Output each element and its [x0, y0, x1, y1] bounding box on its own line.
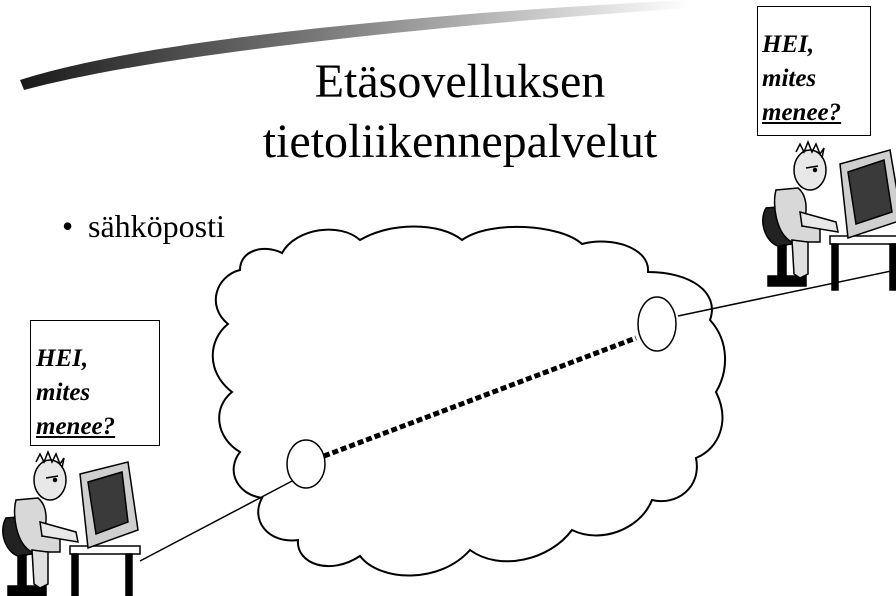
- note-left-line-3: menee?: [36, 413, 116, 440]
- endpoint-right: [637, 296, 677, 352]
- note-right-line-1: HEI,: [762, 31, 815, 58]
- speech-note-right-text: HEI, mites menee?: [762, 28, 841, 130]
- note-right-line-3: menee?: [762, 99, 842, 126]
- bullet-text: sähköposti: [88, 208, 225, 244]
- note-right-line-2: mites: [762, 65, 817, 92]
- note-left-line-2: mites: [36, 379, 91, 406]
- speech-note-right: [757, 6, 871, 136]
- title-line-1: Etäsovelluksen: [314, 55, 606, 108]
- speech-note-left-text: HEI, mites menee?: [36, 342, 115, 444]
- link-left: [139, 479, 295, 562]
- note-left-line-1: HEI,: [36, 345, 89, 372]
- speech-note-left: [30, 320, 160, 446]
- decorative-swoosh: [20, 0, 690, 90]
- link-right: [677, 269, 896, 317]
- slide-title: Etäsovelluksen tietoliikennepalvelut: [190, 52, 730, 172]
- bullet-dot-icon: •: [62, 208, 74, 244]
- title-line-2: tietoliikennepalvelut: [262, 115, 658, 168]
- endpoint-left: [286, 439, 326, 489]
- user-at-computer-right-icon: [762, 139, 896, 291]
- user-at-computer-left-icon: [2, 449, 141, 596]
- bullet-item: • sähköposti: [62, 206, 225, 246]
- virtual-connection: [323, 335, 637, 459]
